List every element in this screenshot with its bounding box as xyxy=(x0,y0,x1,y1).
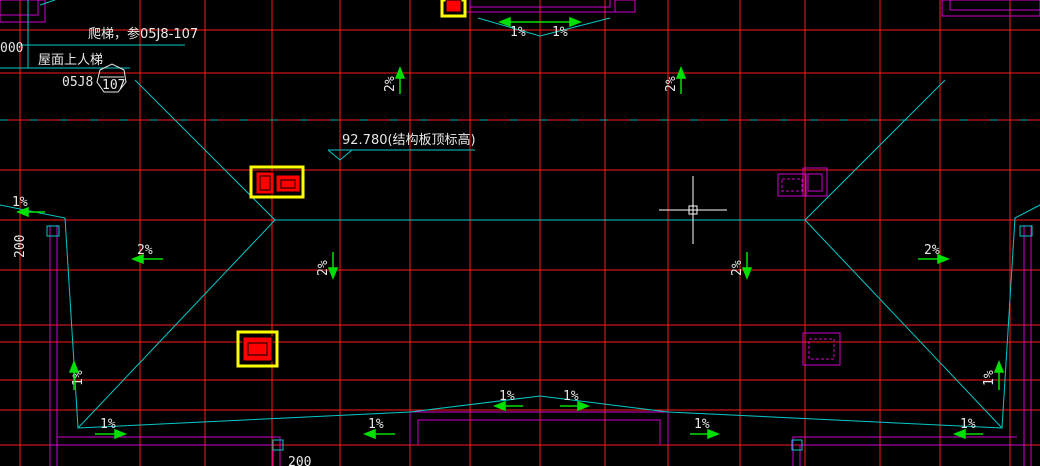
slope-center-left-vertical: 2% xyxy=(316,260,331,276)
slope-bottom-5: 1% xyxy=(694,417,710,432)
slope-top-pair-right: 1% xyxy=(552,25,568,40)
slope-right-side-vertical: 1% xyxy=(982,370,997,386)
elevation-marker: 92.780(结构板顶标高) xyxy=(327,132,476,161)
dimension-bottom: 200 xyxy=(288,455,311,466)
ladder-note: 爬梯，参05J8-107 xyxy=(88,26,198,42)
top-left-dim: 000 xyxy=(0,41,23,56)
ridge-lines xyxy=(0,17,1040,429)
elevation-label: 92.780(结构板顶标高) xyxy=(342,132,476,148)
slope-top-left-vertical: 2% xyxy=(383,76,398,92)
std-code: 05J8 xyxy=(62,75,93,90)
slope-left-field: 2% xyxy=(137,243,153,258)
roof-drain-2[interactable] xyxy=(236,330,279,368)
slope-top-right-vertical: 2% xyxy=(664,76,679,92)
slope-left-edge: 1% xyxy=(12,195,28,210)
detail-number: 107 xyxy=(102,78,125,93)
slope-arrows xyxy=(15,16,1005,440)
vent-openings[interactable] xyxy=(777,167,841,366)
slope-bottom-3: 1% xyxy=(499,389,515,404)
slope-top-pair-left: 1% xyxy=(510,25,526,40)
slope-bottom-4: 1% xyxy=(563,389,579,404)
slope-right-field: 2% xyxy=(924,243,940,258)
slope-bottom-1: 1% xyxy=(100,417,116,432)
roof-ladder-label: 屋面上人梯 xyxy=(38,53,103,68)
ladder-callout: 爬梯，参05J8-107 屋面上人梯 000 05J8 107 xyxy=(0,0,198,93)
dimension-left: 200 xyxy=(13,235,28,258)
slope-bottom-6: 1% xyxy=(960,417,976,432)
slope-bottom-2: 1% xyxy=(368,417,384,432)
cad-crosshair-cursor[interactable] xyxy=(659,176,727,244)
column-markers xyxy=(46,225,1033,451)
slope-center-right-vertical: 2% xyxy=(730,260,745,276)
roof-drain-3[interactable] xyxy=(440,0,467,18)
roof-drain-1[interactable] xyxy=(249,165,305,199)
